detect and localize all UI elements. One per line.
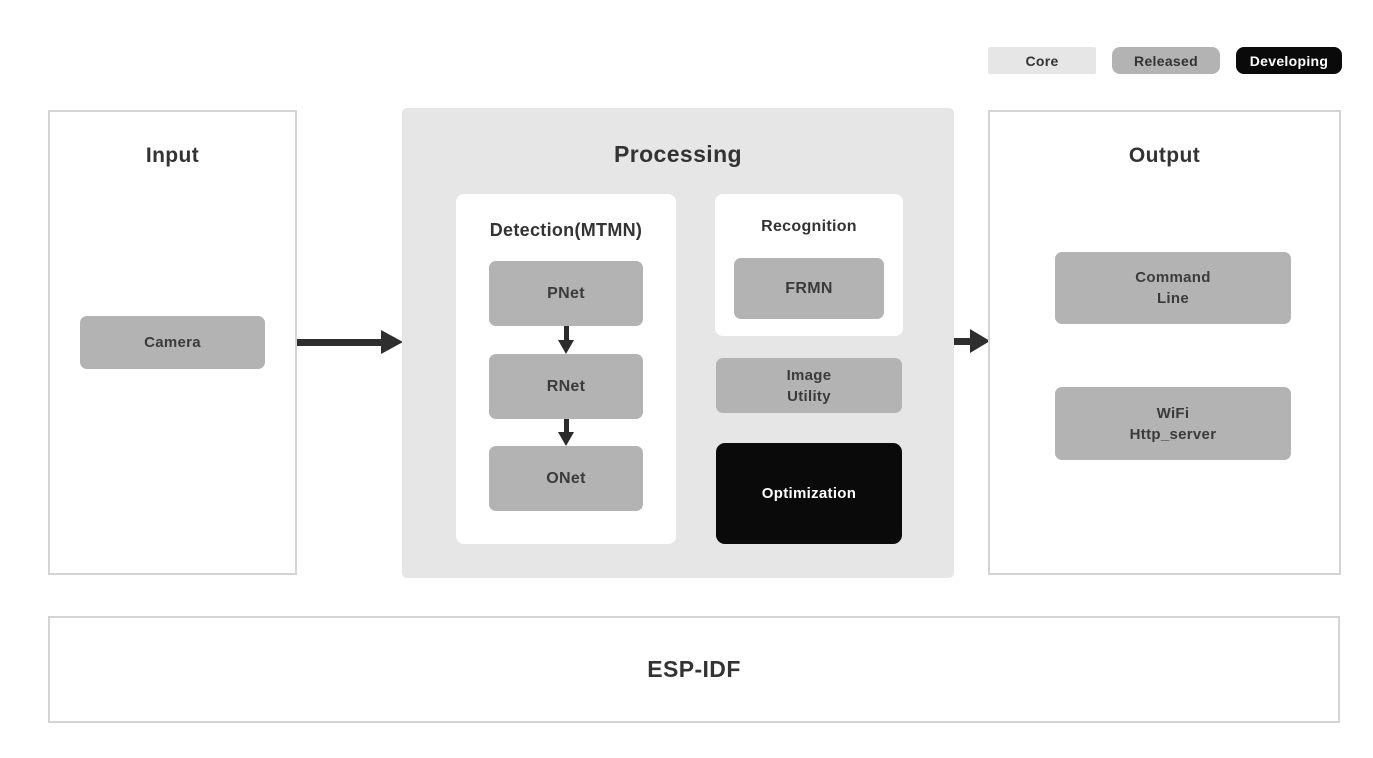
wifi-http-server-node: WiFi Http_server xyxy=(1055,387,1291,460)
input-panel-title: Input xyxy=(145,144,200,167)
detection-group-title: Detection(MTMN) xyxy=(489,220,643,240)
legend-item-released: Released xyxy=(1112,47,1220,74)
esp-idf-panel: ESP-IDF xyxy=(48,616,1340,723)
arrow-head-icon xyxy=(970,329,990,353)
legend-item-developing: Developing xyxy=(1236,47,1342,74)
arrow-stem xyxy=(297,339,381,346)
esp-idf-title: ESP-IDF xyxy=(647,656,741,682)
camera-node: Camera xyxy=(80,316,265,369)
arrow-head-icon xyxy=(381,330,403,354)
arrow-stem xyxy=(564,419,569,433)
arrow-head-icon xyxy=(558,340,574,354)
arrow-stem xyxy=(564,326,569,341)
command-line-node: Command Line xyxy=(1055,252,1291,324)
onet-node: ONet xyxy=(489,446,643,511)
recognition-group-title: Recognition xyxy=(761,218,857,235)
output-panel-title: Output xyxy=(1128,144,1201,167)
output-panel: Output xyxy=(988,110,1341,575)
pnet-node: PNet xyxy=(489,261,643,326)
legend-item-core: Core xyxy=(988,47,1096,74)
rnet-node: RNet xyxy=(489,354,643,419)
image-utility-node: Image Utility xyxy=(716,358,902,413)
frmn-node: FRMN xyxy=(734,258,884,319)
legend: Core Released Developing xyxy=(988,47,1342,74)
processing-panel-title: Processing xyxy=(614,141,742,167)
arrow-stem xyxy=(954,338,970,345)
optimization-node: Optimization xyxy=(716,443,902,544)
arrow-head-icon xyxy=(558,432,574,446)
